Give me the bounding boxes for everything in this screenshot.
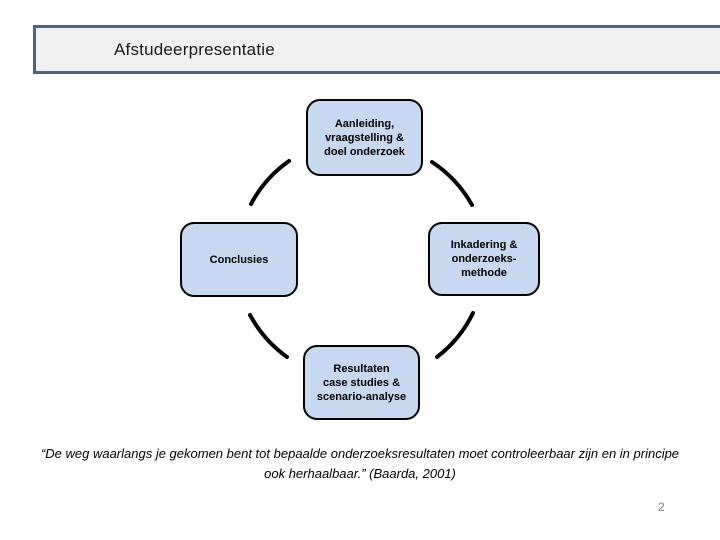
quote-text: “De weg waarlangs je gekomen bent tot be…: [40, 446, 680, 481]
diagram-node-inkadering: Inkadering & onderzoeks- methode: [428, 222, 540, 296]
diagram-node-aanleiding: Aanleiding, vraagstelling & doel onderzo…: [306, 99, 423, 176]
arc-top-left: [249, 159, 291, 206]
page-number: 2: [658, 500, 665, 514]
diagram-node-label: Aanleiding, vraagstelling & doel onderzo…: [324, 117, 405, 158]
diagram-node-resultaten: Resultaten case studies & scenario-analy…: [303, 345, 420, 420]
arc-bottom-left: [248, 313, 289, 359]
slide-title-bar: Afstudeerpresentatie: [33, 25, 720, 74]
slide-title: Afstudeerpresentatie: [114, 39, 275, 59]
arc-top-right: [430, 160, 474, 207]
diagram-node-conclusies: Conclusies: [180, 222, 298, 297]
diagram-node-label: Conclusies: [209, 253, 269, 266]
diagram-node-label: Resultaten case studies & scenario-analy…: [316, 362, 407, 403]
diagram-node-label: Inkadering & onderzoeks- methode: [450, 239, 518, 279]
arc-bottom-right: [435, 311, 475, 359]
